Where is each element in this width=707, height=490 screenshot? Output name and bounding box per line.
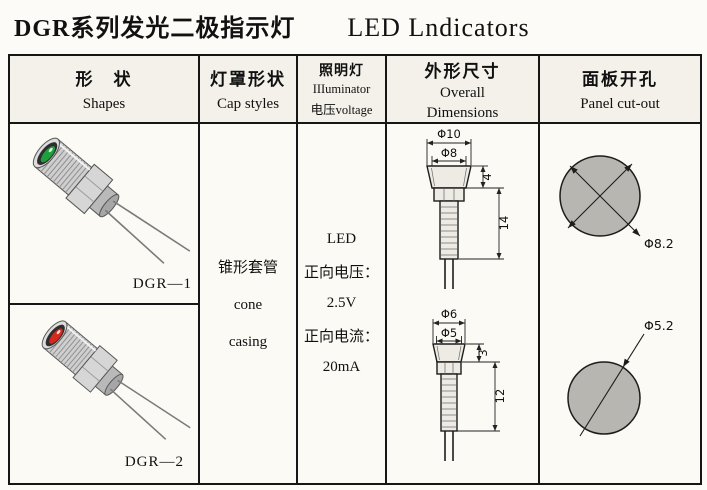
cap-styles-cell: 锥形套管 cone casing xyxy=(200,124,298,483)
header-dimensions: 外形尺寸 Overall Dimensions xyxy=(387,56,540,124)
forward-voltage-value: 2.5V xyxy=(326,295,357,311)
diameter-arrow xyxy=(579,333,645,437)
header-cap-styles: 灯罩形状 Cap styles xyxy=(200,56,298,124)
dimension-drawing-dgr1: Φ10 Φ8 xyxy=(426,127,511,289)
title-english: LED Lndicators xyxy=(347,13,530,42)
page-title: DGR系列发光二极指示灯 LED Lndicators xyxy=(14,8,530,43)
panel-cutout-drawing-dgr1: Φ8.2 xyxy=(559,155,674,251)
cutout-dia-label-dgr2: Φ5.2 xyxy=(644,318,674,333)
overall-dimensions-cell: Φ10 Φ8 xyxy=(387,124,540,483)
cap-style-en2: casing xyxy=(228,334,268,350)
header-illuminator-voltage: 电压voltage xyxy=(310,103,373,117)
header-panel-cutout-en: Panel cut-out xyxy=(580,96,660,112)
detail-lines xyxy=(436,345,462,428)
dim-label-outer-dia-2: Φ6 xyxy=(441,307,457,321)
header-cap-styles-en: Cap styles xyxy=(216,96,280,112)
dim-outer-dia xyxy=(426,139,472,165)
header-illuminator-zh: 照明灯 xyxy=(319,64,364,79)
dim-body-height xyxy=(457,361,500,432)
header-panel-cutout-zh: 面板开孔 xyxy=(582,70,658,89)
forward-voltage-label: 正向电压： xyxy=(303,265,379,281)
led-indicator-photo-dgr2 xyxy=(41,320,191,440)
header-dimensions-en2: Dimensions xyxy=(426,104,499,121)
dim-body-height xyxy=(459,187,504,260)
header-shapes: 形 状 Shapes xyxy=(10,56,200,124)
lead-wires xyxy=(109,379,191,440)
cap-style-zh: 锥形套管 xyxy=(217,260,278,276)
dim-label-inner-dia-2: Φ5 xyxy=(441,326,457,340)
title-chinese: DGR系列发光二极指示灯 xyxy=(14,16,296,42)
dimension-drawing-dgr2: Φ6 Φ5 xyxy=(432,307,507,461)
header-illuminator: 照明灯 IIIuminator 电压voltage xyxy=(298,56,387,124)
model-label-dgr1: DGR—1 xyxy=(132,276,192,292)
cap-style-en1: cone xyxy=(233,297,263,313)
forward-current-label: 正向电流： xyxy=(303,329,379,345)
header-shapes-zh: 形 状 xyxy=(75,70,133,89)
model-label-dgr2: DGR—2 xyxy=(124,454,184,470)
forward-current-value: 20mA xyxy=(322,359,361,375)
dim-label-inner-dia-1: Φ8 xyxy=(441,146,457,160)
led-face xyxy=(41,320,68,350)
panel-cutout-drawing-dgr2: Φ5.2 xyxy=(567,318,674,437)
diameter-arrows xyxy=(567,163,641,237)
shapes-cell-dgr1: DGR—1 xyxy=(10,124,200,305)
illuminator-type: LED xyxy=(326,231,357,247)
lead-wires-drawing xyxy=(444,259,454,289)
dim-label-body-height-1: 14 xyxy=(497,216,511,231)
indicator-profile xyxy=(426,165,472,260)
header-panel-cutout: 面板开孔 Panel cut-out xyxy=(540,56,700,124)
header-cap-styles-zh: 灯罩形状 xyxy=(210,70,286,89)
dim-label-outer-dia-1: Φ10 xyxy=(437,127,461,141)
lead-wires xyxy=(104,200,191,264)
header-dimensions-en: Overall xyxy=(440,84,485,101)
shapes-cell-dgr2: DGR—2 xyxy=(10,305,200,483)
detail-lines xyxy=(431,167,467,256)
cutout-dia-label-dgr1: Φ8.2 xyxy=(644,236,674,251)
dim-label-body-height-2: 12 xyxy=(493,389,507,404)
dim-label-cap-height-1: 4 xyxy=(480,173,494,180)
header-dimensions-zh: 外形尺寸 xyxy=(424,61,501,81)
indicator-profile xyxy=(432,343,466,432)
illuminator-cell: LED 正向电压： 2.5V 正向电流： 20mA xyxy=(298,124,387,483)
led-indicator-photo-dgr1 xyxy=(32,137,191,264)
header-shapes-en: Shapes xyxy=(82,96,126,112)
panel-cutout-cell: Φ8.2 Φ5.2 xyxy=(540,124,700,483)
led-face xyxy=(32,137,60,169)
dim-label-cap-height-2: 3 xyxy=(476,349,490,356)
lead-wires-drawing xyxy=(444,431,454,461)
header-illuminator-en: IIIuminator xyxy=(312,82,371,96)
spec-table: 形 状 Shapes 灯罩形状 Cap styles 照明灯 IIIuminat… xyxy=(8,54,702,485)
